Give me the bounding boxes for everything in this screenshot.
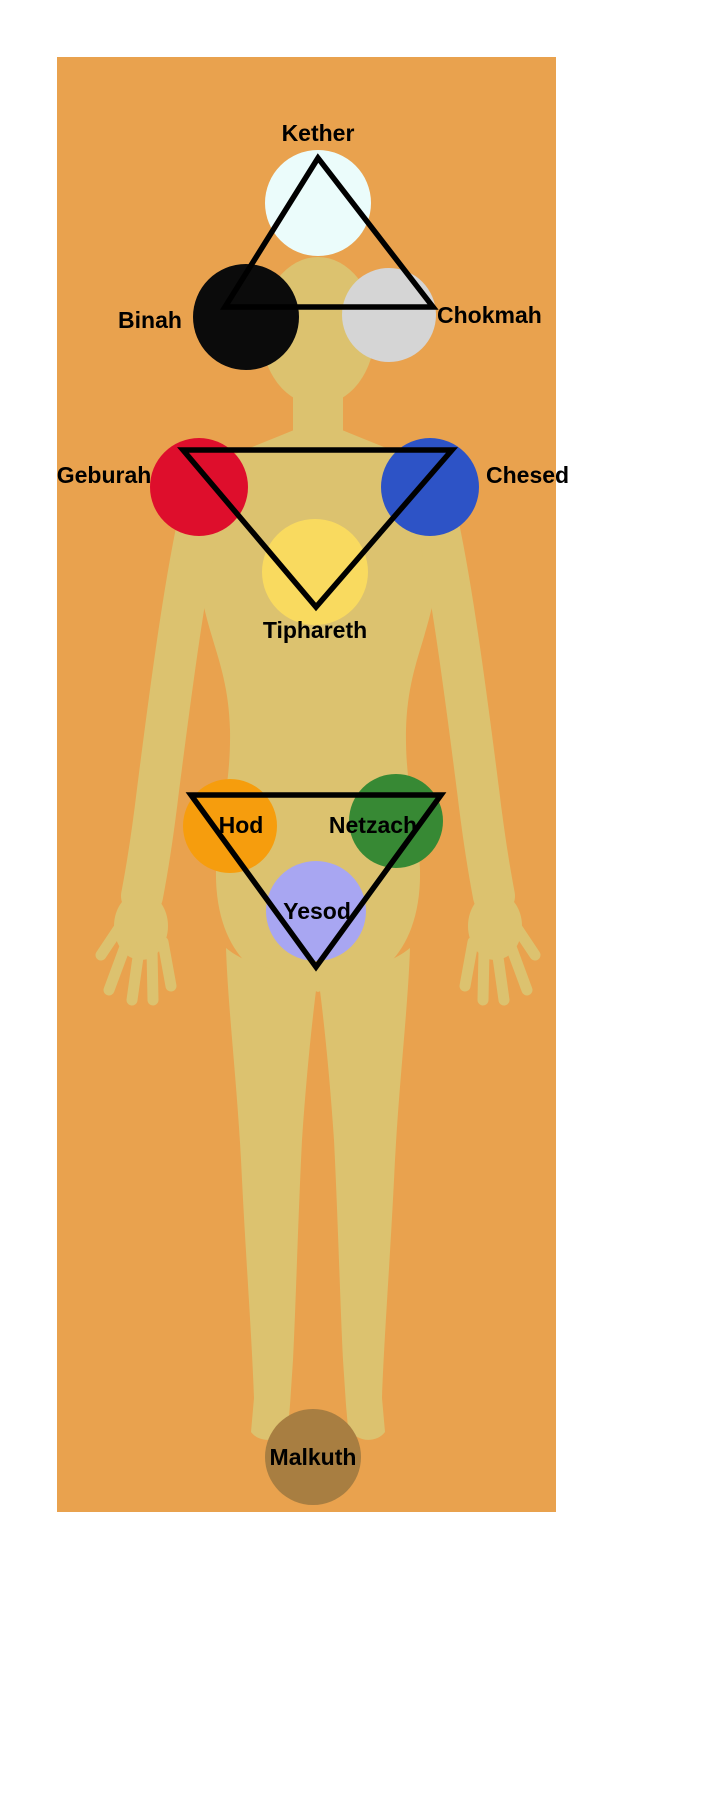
sephira-chesed-circle	[381, 438, 479, 536]
sephira-tiphareth-circle	[262, 519, 368, 625]
label-malkuth: Malkuth	[269, 1444, 357, 1470]
background-panel	[57, 57, 556, 1512]
sephira-chokmah-circle	[342, 268, 436, 362]
sephira-geburah-circle	[150, 438, 248, 536]
label-yesod: Yesod	[283, 898, 351, 924]
sephira-binah-circle	[193, 264, 299, 370]
label-tiphareth: Tiphareth	[262, 617, 368, 643]
sephira-kether-circle	[265, 150, 371, 256]
label-chokmah: Chokmah	[437, 302, 542, 328]
label-geburah: Geburah	[56, 462, 152, 488]
label-hod: Hod	[218, 812, 264, 838]
label-binah: Binah	[118, 307, 182, 333]
label-chesed: Chesed	[486, 462, 570, 488]
sephira-malkuth-circle	[265, 1409, 361, 1505]
label-netzach: Netzach	[328, 812, 418, 838]
label-kether: Kether	[281, 120, 355, 146]
